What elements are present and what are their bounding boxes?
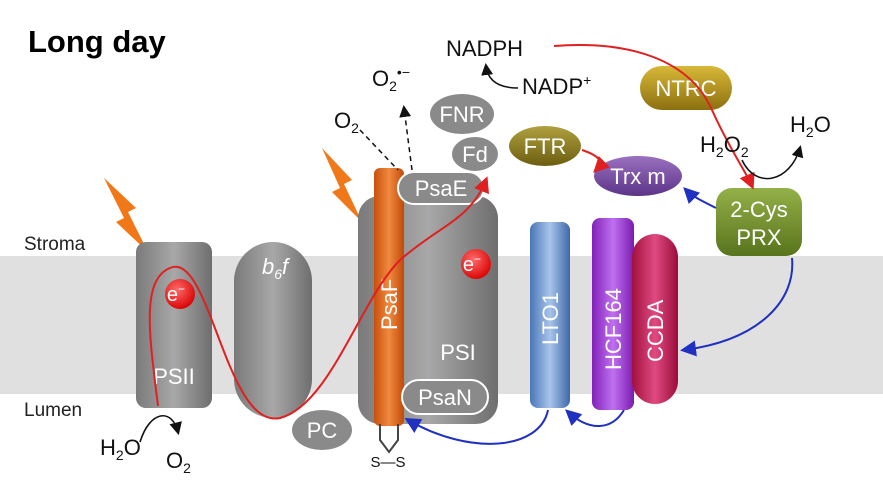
stroma-label: Stroma — [24, 234, 86, 255]
ntrc-label: NTRC — [655, 76, 716, 101]
ftr-trx-arrow — [581, 149, 611, 173]
ftr-label: FTR — [524, 134, 567, 159]
nadp-to-nadph-arrow — [481, 63, 519, 89]
prx-ccda-arrow — [680, 257, 794, 357]
fnr-label: FNR — [439, 102, 484, 127]
disulfide-label: S—S — [370, 454, 405, 471]
hcf164-lto1-arrow — [565, 409, 625, 427]
hcf164-label: HCF164 — [601, 288, 626, 370]
ccda-label: CCDA — [643, 299, 668, 362]
superoxide-dashed-arrow — [399, 105, 413, 171]
pc-label: PC — [307, 418, 338, 443]
b6f-label: b6f — [262, 254, 291, 282]
b6f-complex — [234, 242, 312, 418]
psae-label: PsaE — [415, 176, 468, 201]
lto1-protein — [530, 222, 570, 408]
water-label: H2O — [100, 435, 141, 463]
electron-psi-icon — [461, 249, 491, 279]
fd-label: Fd — [462, 142, 488, 167]
superoxide-label: O2•− — [372, 64, 410, 94]
o2-dashed-line — [359, 129, 399, 171]
electron-psii-icon — [165, 279, 195, 309]
psan-label: PsaN — [418, 385, 472, 410]
fnr-protein — [430, 94, 494, 134]
electron-psi-label: e− — [463, 252, 481, 276]
2-cys-prx-protein — [716, 188, 802, 256]
water-split-arrow — [139, 414, 182, 443]
psi-label: PSI — [440, 340, 475, 365]
trx-m-protein — [594, 156, 682, 196]
light-bolt-psi-icon — [322, 148, 362, 222]
psii-label: PSII — [153, 364, 195, 389]
diagram-title: Long day — [28, 24, 167, 59]
o2-label: O2 — [334, 108, 359, 136]
electron-path-arrow — [148, 176, 489, 420]
ntrc-protein — [640, 66, 732, 110]
h2o-label: H2O — [790, 112, 831, 140]
light-bolt-psii-icon — [104, 178, 148, 252]
trx-m-label: Trx m — [610, 164, 665, 189]
hcf164-protein — [592, 218, 634, 410]
ftr-protein — [509, 126, 581, 166]
h2o2-reduction-arrow — [741, 145, 804, 180]
lumen-label: Lumen — [24, 400, 82, 421]
psan-subunit — [401, 379, 489, 415]
nadp-label: NADP+ — [522, 72, 591, 99]
disulfide-bond — [379, 424, 399, 454]
prx-label-line1: 2-Cys — [730, 197, 787, 222]
lto1-psaf-arrow — [404, 409, 549, 445]
prx-trx-arrow — [683, 187, 717, 209]
psaf-label: PsaF — [377, 279, 402, 330]
prx-label-line2: PRX — [736, 225, 782, 250]
psaf-subunit — [374, 168, 404, 426]
nadph-ntrc-prx-arrow — [553, 44, 755, 190]
h2o2-label: H2O2 — [700, 132, 749, 160]
plastocyanin — [292, 410, 352, 450]
lto1-label: LTO1 — [538, 292, 563, 345]
electron-psii-label: e− — [167, 282, 185, 306]
nadph-label: NADPH — [446, 36, 523, 61]
fd-protein — [450, 135, 500, 173]
ccda-protein — [632, 234, 678, 404]
oxygen-label: O2 — [166, 448, 191, 476]
